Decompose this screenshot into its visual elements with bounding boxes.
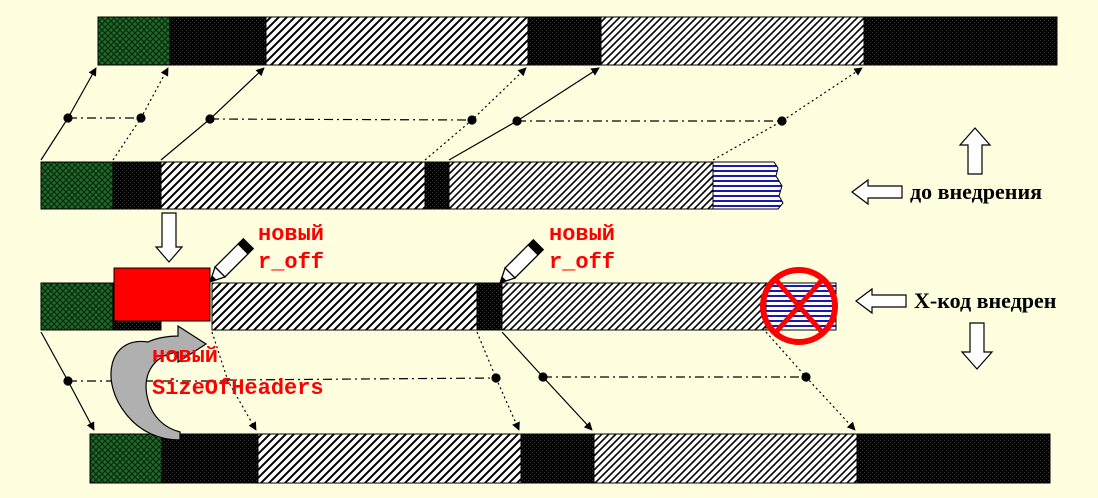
mapping-arrows-bottom <box>40 331 856 431</box>
hollow-left-arrow-icon <box>855 287 907 315</box>
before-injection-bar <box>40 161 784 210</box>
x-code-block <box>113 267 211 322</box>
mapping-arrows-top <box>40 67 863 161</box>
before-injection-label: до внедрения <box>910 179 1042 204</box>
pencil-icon <box>499 238 545 284</box>
new-soh-label-a: новый <box>152 344 218 369</box>
new-r-off-label-2a: новый <box>549 222 615 247</box>
new-r-off-label-2b: r_off <box>549 250 615 275</box>
new-r-off-label-1b: r_off <box>258 250 324 275</box>
hollow-down-arrow-icon <box>960 322 994 370</box>
hollow-up-arrow-icon <box>958 127 992 175</box>
top-layout-bar <box>97 16 1058 66</box>
curved-arrow-icon <box>110 324 208 441</box>
new-r-off-label-1a: новый <box>258 222 324 247</box>
prohibited-icon <box>760 267 838 345</box>
injected-bar <box>40 267 837 331</box>
pencil-icon <box>209 237 255 283</box>
bottom-layout-bar <box>89 433 1051 484</box>
new-soh-label-b: SizeOfHeaders <box>152 376 324 401</box>
x-code-injected-label: Х-код внедрен <box>914 288 1057 313</box>
hollow-down-arrow-icon <box>154 212 184 263</box>
hollow-left-arrow-icon <box>851 178 903 206</box>
